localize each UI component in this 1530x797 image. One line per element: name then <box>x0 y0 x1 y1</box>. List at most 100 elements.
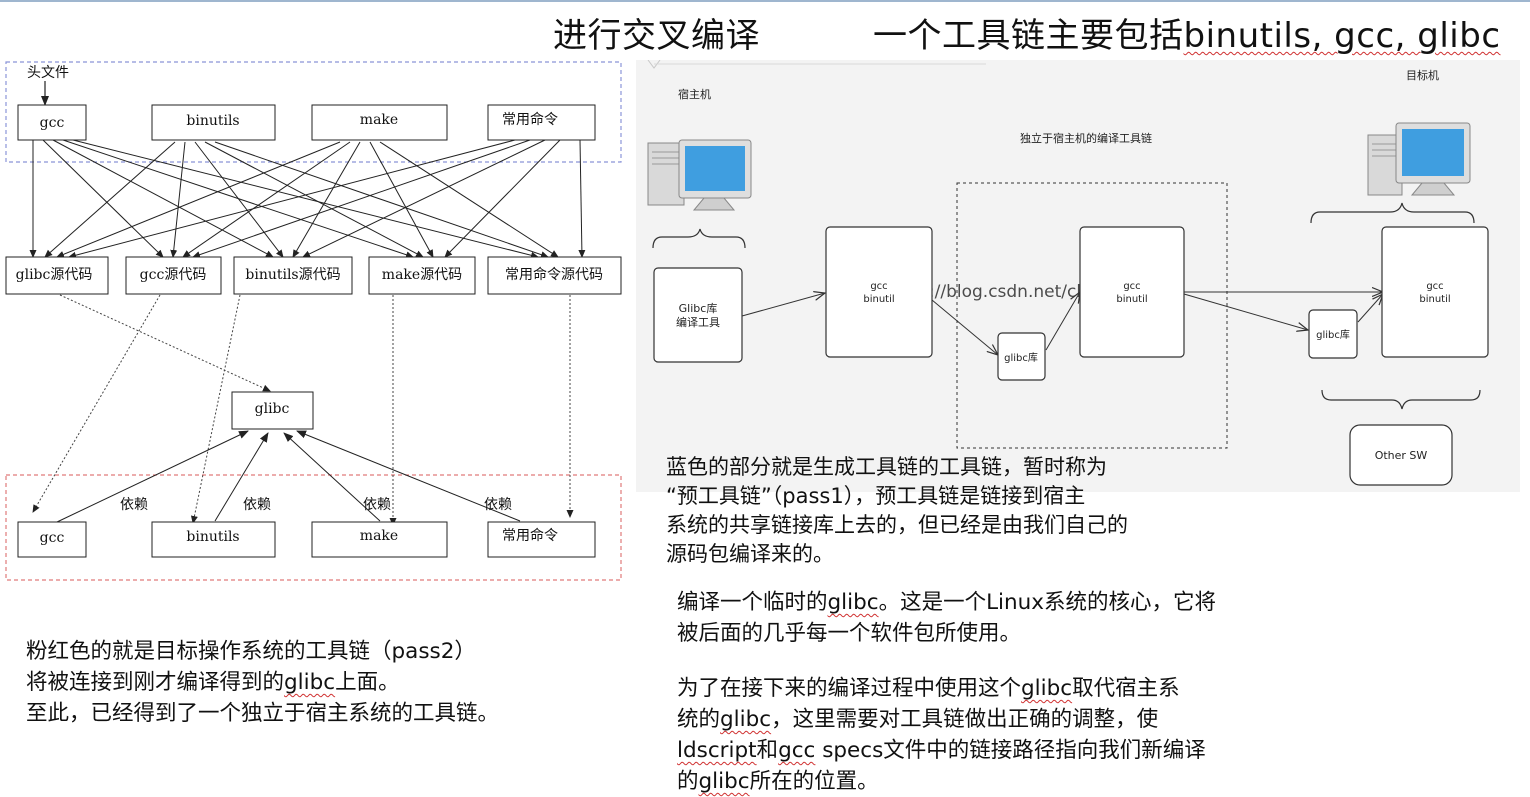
glibc-tool-line1: Glibc库 <box>679 302 718 315</box>
box-cmd-bottom <box>487 521 596 558</box>
pink-para-l2-a: 将被连接到刚才编译得到的 <box>26 670 285 695</box>
glibc-para-l1-a: 编译一个临时的 <box>677 590 828 615</box>
pink-part-paragraph: 粉红色的就是目标操作系统的工具链（pass2） 将被连接到刚才编译得到的glib… <box>26 636 499 729</box>
adjust-line-4: 的glibc所在的位置。 <box>677 766 1206 797</box>
slide-title-right: 一个工具链主要包括binutils, gcc, glibc <box>873 14 1501 58</box>
pink-para-l2-b: 上面。 <box>335 670 400 695</box>
dep-make-glibc <box>283 432 381 522</box>
pink-para-line-2: 将被连接到刚才编译得到的glibc上面。 <box>26 667 499 698</box>
dep-gcc-glibc <box>56 430 249 523</box>
arrow-make-gccsrc <box>182 141 351 258</box>
blue-part-paragraph: 蓝色的部分就是生成工具链的工具链，暂时称为 “预工具链”（pass1），预工具链… <box>666 453 1128 569</box>
box-cmd-top-label: 常用命令 <box>502 111 558 128</box>
box-make-top-label: make <box>360 112 398 128</box>
host-computer-icon <box>647 139 752 211</box>
arrow-tool-gcc1 <box>741 293 825 317</box>
gcc-binutil-box-3 <box>1381 226 1489 358</box>
arrow-bin-cmdsrc <box>214 141 549 259</box>
adjust-l1-link: glibc <box>1021 676 1073 701</box>
arrow-glibc1-gcc2 <box>1045 292 1080 351</box>
arrow-gcc1-glibc1 <box>931 299 998 355</box>
box-make-src-label: make源代码 <box>382 267 462 283</box>
dotted-gccsrc-gcc <box>32 294 161 513</box>
glibc-para-l1-b: 。这是一个Linux系统的核心，它将 <box>878 590 1217 615</box>
pink-para-line-3: 至此，已经得到了一个独立于宿主系统的工具链。 <box>26 701 500 726</box>
glibc-box2-label: glibc库 <box>1316 328 1350 341</box>
gcc-box1-line2: binutil <box>863 294 894 305</box>
arrow-cmd-gccsrc <box>192 139 531 259</box>
dotted-binsrc-binutils <box>190 294 241 524</box>
adjust-l2-link: glibc <box>720 707 772 732</box>
box-cmd-src <box>487 256 622 295</box>
target-brace-bottom <box>1321 389 1481 410</box>
arrow-gcc-binsrc <box>52 139 274 258</box>
other-sw-label: Other SW <box>1375 449 1428 462</box>
adjust-line-2: 统的glibc，这里需要对工具链做出正确的调整，使 <box>677 704 1206 735</box>
glibc-para-line-1: 编译一个临时的glibc。这是一个Linux系统的核心，它将 <box>677 587 1216 618</box>
box-gcc-src <box>125 256 222 295</box>
arrow-glibc2-gcc3 <box>1357 294 1383 323</box>
gcc-box2-line1: gcc <box>1123 281 1140 292</box>
box-gcc-bottom <box>17 521 87 558</box>
box-binutils-src <box>233 256 353 295</box>
box-gcc-top <box>17 104 87 141</box>
adjust-l2-a: 统的 <box>677 707 721 732</box>
box-gcc-top-label: gcc <box>40 115 65 131</box>
box-binutils-top <box>151 104 276 141</box>
background-notch <box>647 60 661 69</box>
blue-para-line-4: 源码包编译来的。 <box>666 542 834 566</box>
box-binutils-top-label: binutils <box>186 113 239 129</box>
arrow-make-cmdsrc <box>379 141 559 258</box>
gcc-binutil-box-2 <box>1079 226 1185 358</box>
box-glibc-src-label: glibc源代码 <box>16 267 93 283</box>
box-cmd-bottom-label: 常用命令 <box>502 527 558 544</box>
header-file-label: 头文件 <box>27 65 69 81</box>
blue-para-line-3: 系统的共享链接库上去的，但已经是由我们自己的 <box>666 513 1128 537</box>
adjust-l4-link: glibc <box>698 769 750 794</box>
dotted-arrows <box>32 294 574 526</box>
top-border <box>0 0 1530 2</box>
arrow-cmd-binsrc <box>302 139 546 258</box>
arrow-gcc2-glibc2 <box>1183 293 1308 330</box>
pink-para-l2-link: glibc <box>284 670 336 695</box>
glibc-box1-label: glibc库 <box>1004 351 1038 364</box>
arrow-bin-gccsrc <box>170 141 186 258</box>
host-brace <box>652 228 746 249</box>
title-right-rest: binutils, gcc, glibc <box>1183 16 1501 56</box>
box-make-src <box>368 256 476 295</box>
dep-label-3: 依赖 <box>363 497 391 513</box>
adjust-line-3: ldscript和gcc specs文件中的链接路径指向我们新编译 <box>677 735 1206 766</box>
pink-region <box>5 474 622 581</box>
arrow-cmd-cmdsrc <box>578 139 586 258</box>
diagram-background <box>636 60 1520 492</box>
target-label: 目标机 <box>1406 68 1439 82</box>
box-cmd-src-label: 常用命令源代码 <box>505 266 603 283</box>
glibc-tool-line2: 编译工具 <box>676 315 720 329</box>
arrow-cmd-makesrc <box>444 139 561 258</box>
box-gcc-src-label: gcc源代码 <box>140 267 207 283</box>
toolchain-dependency-diagram: 头文件 gcc binutils make 常用命令 glibc源代码 gcc源… <box>5 61 622 581</box>
adjust-l3-a: 和 <box>756 738 779 763</box>
dep-label-2: 依赖 <box>243 497 271 513</box>
adjust-l3-link1: ldscript <box>677 738 757 763</box>
adjust-l1-b: 取代宿主系 <box>1072 676 1180 701</box>
arrow-bin-glibcsrc <box>44 141 176 258</box>
other-sw-box <box>1349 424 1453 486</box>
adjust-l1-a: 为了在接下来的编译过程中使用这个 <box>677 676 1022 701</box>
dep-label-1: 依赖 <box>120 497 148 513</box>
target-brace-top <box>1310 202 1475 224</box>
blue-para-line-2: “预工具链”（pass1），预工具链是链接到宿主 <box>666 484 1086 508</box>
box-binutils-bottom-label: binutils <box>186 529 239 545</box>
box-glibc-center <box>231 391 314 430</box>
slide-title-left: 进行交叉编译 <box>553 16 760 56</box>
pink-para-line-1: 粉红色的就是目标操作系统的工具链（pass2） <box>26 639 476 664</box>
gcc-box1-line1: gcc <box>870 281 887 292</box>
box-glibc-center-label: glibc <box>255 401 290 417</box>
dependency-arrows <box>56 430 521 523</box>
dep-cmd-glibc <box>296 430 521 522</box>
blue-para-line-1: 蓝色的部分就是生成工具链的工具链，暂时称为 <box>666 455 1107 479</box>
independent-toolchain-region <box>956 182 1228 449</box>
dep-label-4: 依赖 <box>484 497 512 513</box>
gcc-binutil-box-1 <box>825 226 933 358</box>
arrow-gcc-gccsrc <box>42 139 164 258</box>
